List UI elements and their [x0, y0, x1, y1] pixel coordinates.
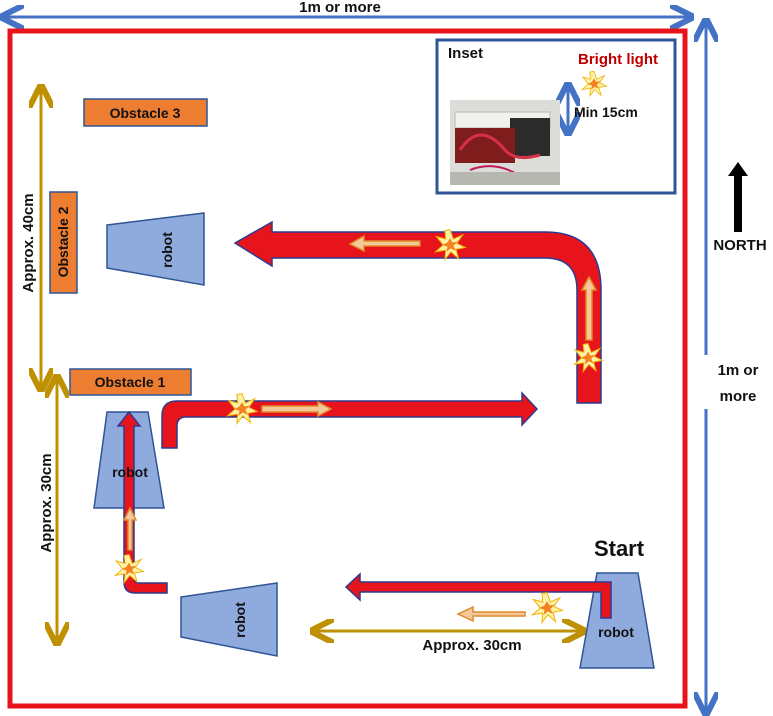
direction-arrow-4	[580, 275, 598, 341]
robot-photo	[450, 100, 560, 185]
bright-light-label: Bright light	[578, 51, 658, 68]
height-dimension: 1m or more	[700, 24, 772, 710]
direction-arrow-1	[456, 605, 526, 623]
approx-30-vertical-dimension: Approx. 30cm	[37, 380, 57, 640]
obstacle-1: Obstacle 1	[69, 368, 192, 396]
robot-lower: robot	[180, 582, 278, 657]
approx-30-vertical-label: Approx. 30cm	[38, 453, 55, 552]
width-dimension: 1m or more	[6, 0, 688, 17]
min-height-label: Min 15cm	[574, 104, 638, 120]
start-label: Start	[594, 536, 645, 561]
north-label: NORTH	[713, 237, 766, 254]
obstacle-2-label: Obstacle 2	[55, 206, 71, 277]
approx-40-dimension: Approx. 40cm	[19, 90, 41, 386]
direction-arrow-2	[122, 506, 138, 551]
inset-box: Inset Bright light Min 15cm	[435, 38, 677, 195]
robot-lower-label: robot	[232, 602, 248, 638]
robot-start	[579, 572, 655, 669]
route-path	[116, 220, 612, 623]
arena-border	[7, 28, 688, 709]
path-segment-top	[233, 220, 602, 404]
direction-arrow-3	[261, 400, 333, 418]
robot-upper-label: robot	[159, 232, 175, 268]
path-segment-middle	[161, 391, 539, 449]
obstacle-3-label: Obstacle 3	[110, 105, 181, 121]
approx-30-horizontal-label: Approx. 30cm	[422, 637, 521, 654]
direction-arrow-5	[348, 234, 421, 253]
approx-40-label: Approx. 40cm	[20, 193, 37, 292]
light-burst-1	[532, 592, 563, 623]
north-arrow: NORTH	[713, 162, 767, 254]
robot-upper: robot	[106, 212, 205, 286]
light-bursts	[114, 229, 603, 623]
approx-30-horizontal-dimension: Approx. 30cm	[316, 631, 580, 654]
robot-start-label: robot	[598, 624, 634, 640]
height-label-line2: more	[720, 388, 757, 405]
obstacle-2: Obstacle 2	[49, 191, 78, 294]
path-segment-start	[344, 572, 612, 619]
obstacle-3: Obstacle 3	[83, 98, 208, 127]
robot-left-label: robot	[112, 464, 148, 480]
width-label: 1m or more	[299, 0, 381, 16]
inset-title: Inset	[448, 45, 483, 62]
height-label-line1: 1m or	[718, 362, 759, 379]
obstacle-1-label: Obstacle 1	[95, 374, 166, 390]
